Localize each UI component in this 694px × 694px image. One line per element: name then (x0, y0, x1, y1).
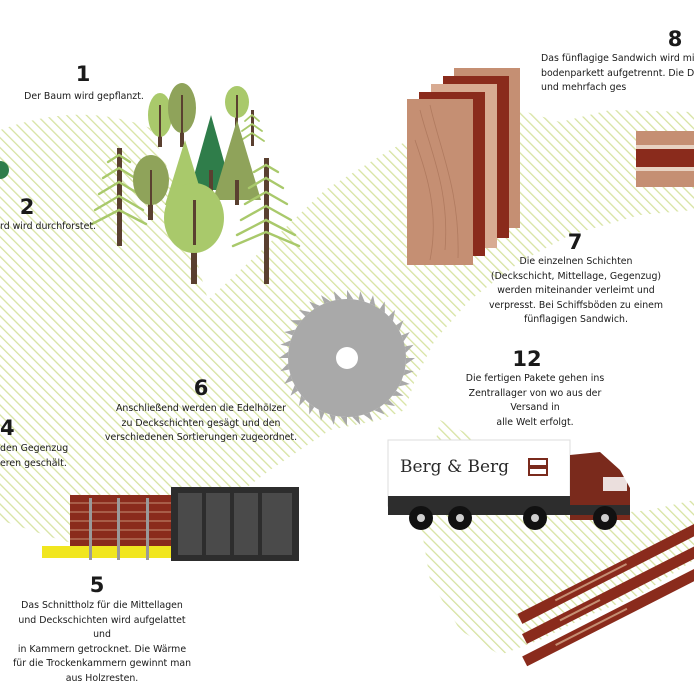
saw-tooth (340, 416, 347, 426)
step-number: 6 (193, 376, 209, 400)
saw-tooth (333, 291, 342, 301)
wood-layers-stack (407, 68, 520, 265)
saw-tooth (405, 358, 415, 365)
panel-cross-section (636, 131, 694, 187)
saw-tooth (404, 344, 414, 353)
step-number: 4 (0, 416, 15, 440)
step-number: 5 (89, 573, 105, 597)
saw-tooth (280, 340, 291, 347)
saw-tooth (347, 290, 354, 300)
saw-tooth (392, 390, 404, 396)
truck-brand-label: Berg & Berg (400, 457, 510, 477)
step-number: 7 (567, 230, 583, 254)
step-caption: Das Schnittholz für die Mittellagen und … (12, 600, 192, 684)
conifer-tree-icon (190, 115, 232, 200)
saw-tooth (290, 385, 298, 396)
saw-tooth (329, 414, 336, 425)
saw-tooth (369, 295, 376, 307)
deciduous-tree-icon (168, 83, 196, 147)
finished-planks-illustration (517, 523, 694, 667)
step-caption: Die fertigen Pakete gehen ins Zentrallag… (465, 373, 605, 428)
saw-tooth (401, 331, 410, 342)
deciduous-tree-icon (133, 155, 169, 220)
spruce-tree-icon (239, 110, 265, 146)
step-caption: Anschließend werden die Edelhölzer zu De… (104, 403, 298, 443)
step-number: 1 (75, 62, 91, 86)
saw-tooth (298, 394, 306, 407)
saw-blade-icon (279, 290, 415, 426)
step-caption: den Gegenzug eren geschält. (0, 443, 69, 469)
spruce-tree-icon (231, 158, 301, 284)
step-caption: Die einzelnen Schichten (Deckschicht, Mi… (488, 256, 664, 325)
saw-tooth (403, 369, 414, 376)
saw-tooth (398, 380, 410, 387)
deciduous-tree-icon (148, 93, 172, 147)
saw-tooth (388, 309, 396, 322)
step-number: 12 (512, 347, 542, 371)
saw-tooth (309, 403, 315, 415)
spruce-tree-icon (90, 148, 148, 246)
saw-tooth (309, 301, 320, 309)
step-caption: rd wird durchforstet. (0, 221, 97, 232)
drying-kiln-illustration (171, 487, 299, 561)
saw-tooth (284, 329, 296, 336)
delivery-truck-illustration (387, 439, 630, 530)
drying-stack-illustration (42, 495, 172, 560)
saw-tooth (383, 399, 396, 407)
step-number: 8 (667, 27, 683, 51)
truck-logo-icon (528, 458, 548, 476)
conifer-tree-icon (213, 120, 261, 205)
saw-tooth (290, 320, 302, 326)
forest-illustration (0, 83, 301, 284)
saw-tooth (280, 363, 290, 372)
saw-tooth (374, 407, 385, 415)
saw-tooth (352, 415, 361, 425)
saw-tooth (279, 351, 289, 358)
deciduous-tree-icon (164, 183, 224, 284)
saw-tooth (379, 301, 385, 313)
step-caption: Das fünflagige Sandwich wird mitt bodenp… (541, 53, 694, 93)
saw-tooth (284, 374, 293, 385)
saw-tooth (358, 291, 365, 302)
saw-tooth (363, 412, 374, 421)
saw-tooth (298, 309, 311, 317)
saw-tooth (320, 295, 331, 304)
deciduous-tree-icon (225, 86, 249, 140)
saw-tooth (396, 320, 404, 331)
step-caption: Der Baum wird gepflanzt. (24, 91, 144, 102)
saw-tooth (318, 409, 325, 421)
step-number: 2 (19, 195, 35, 219)
